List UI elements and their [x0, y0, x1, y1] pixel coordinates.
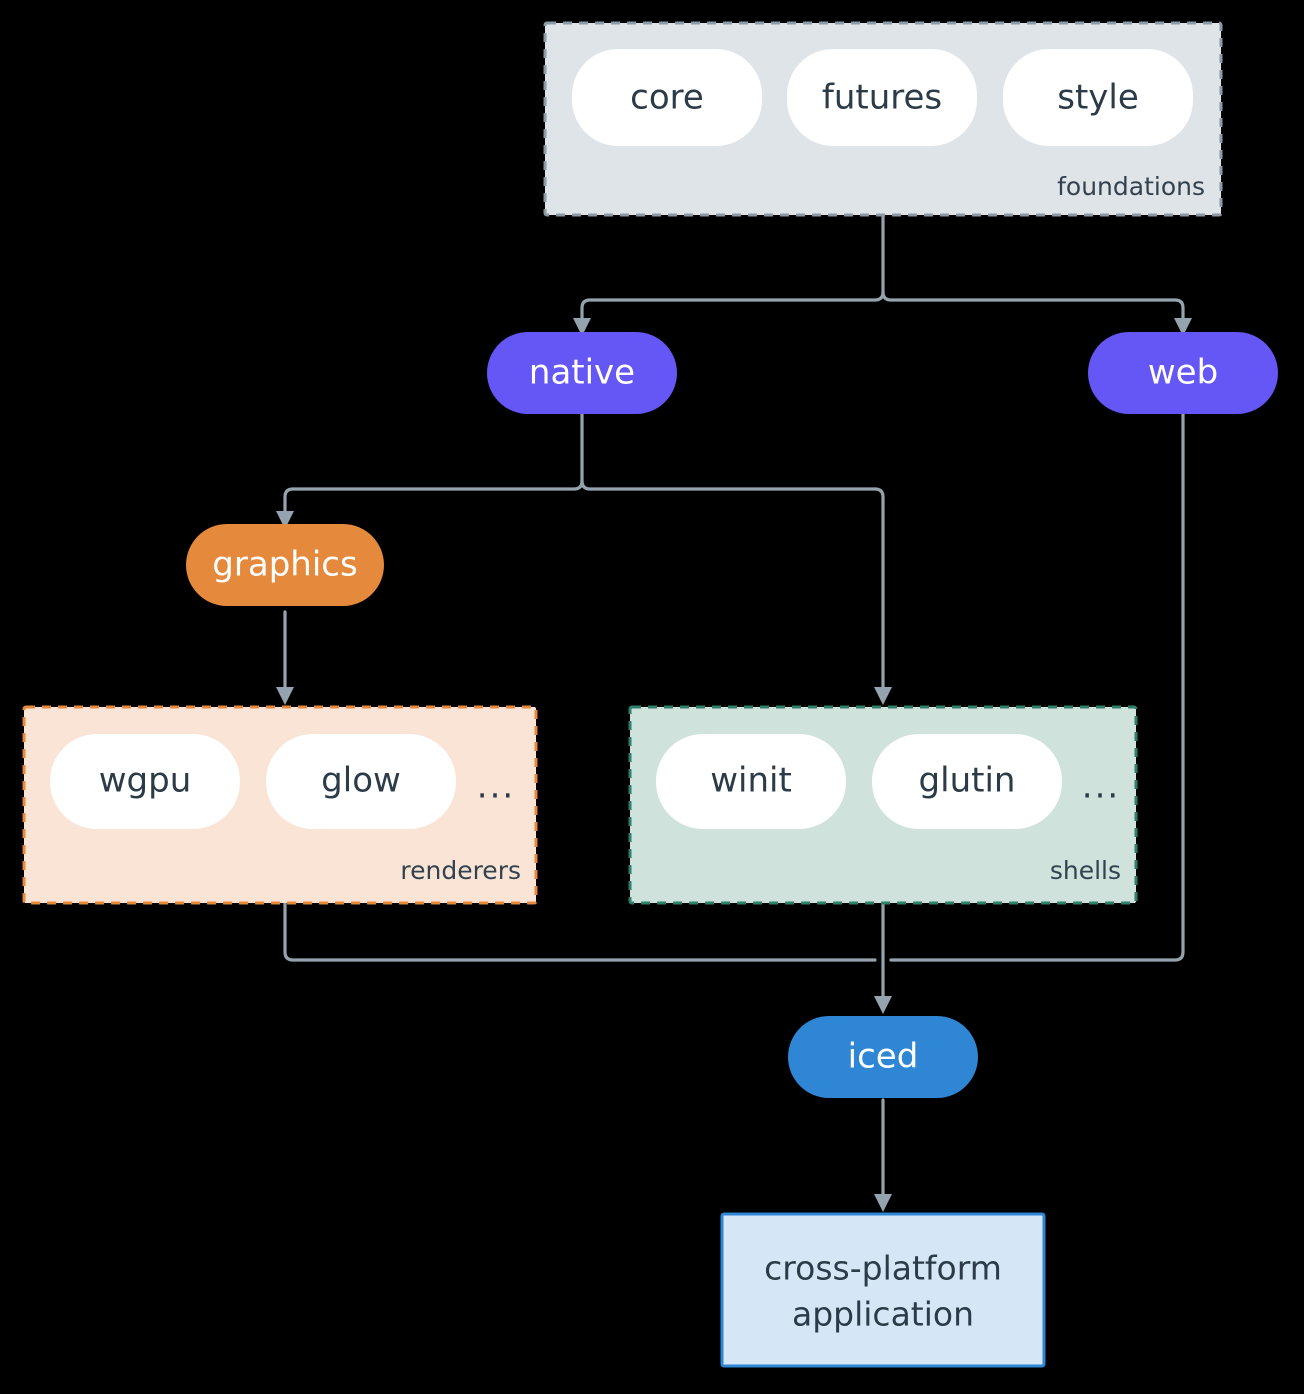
web-pill [1088, 332, 1278, 414]
graphics-label: graphics [212, 545, 357, 585]
shells-member-glutin[interactable]: glutin [872, 734, 1062, 829]
wgpu-pill [50, 734, 240, 829]
group-shells[interactable]: winit glutin ... shells [628, 705, 1138, 905]
winit-label: winit [710, 761, 792, 801]
arrowhead-graphics [276, 511, 294, 529]
application-label-line1: cross-platform [764, 1249, 1002, 1288]
shells-ellipsis: ... [1082, 767, 1120, 807]
node-cross-platform-application[interactable]: cross-platform application [720, 1212, 1046, 1368]
arrowhead-native [573, 318, 591, 336]
application-label-line2: application [792, 1295, 974, 1334]
web-label: web [1148, 353, 1218, 393]
glutin-pill [872, 734, 1062, 829]
futures-pill [787, 49, 977, 146]
node-native[interactable]: native [487, 332, 677, 414]
arrowhead-application [874, 1194, 892, 1212]
foundations-caption: foundations [1057, 172, 1205, 201]
foundations-member-style[interactable]: style [1003, 49, 1193, 146]
renderers-caption: renderers [400, 856, 521, 885]
shells-caption: shells [1050, 856, 1121, 885]
edge-web-to-iced [889, 411, 1185, 962]
renderers-member-wgpu[interactable]: wgpu [50, 734, 240, 829]
shells-member-winit[interactable]: winit [656, 734, 846, 829]
arrowhead-shells [874, 687, 892, 705]
node-iced[interactable]: iced [788, 1016, 978, 1098]
style-label: style [1057, 78, 1139, 118]
core-label: core [630, 78, 704, 118]
edge-foundations-to-web [881, 290, 1185, 324]
edge-native-to-shells [580, 479, 885, 692]
core-pill [572, 49, 762, 146]
renderers-ellipsis: ... [477, 767, 515, 807]
native-label: native [529, 353, 635, 393]
arrowhead-web [1174, 318, 1192, 336]
glow-pill [266, 734, 456, 829]
native-pill [487, 332, 677, 414]
foundations-member-futures[interactable]: futures [787, 49, 977, 146]
glow-label: glow [321, 761, 401, 801]
glutin-label: glutin [919, 761, 1016, 801]
edge-layer [276, 213, 1192, 1212]
group-renderers[interactable]: wgpu glow ... renderers [22, 705, 538, 905]
edge-renderers-to-iced [283, 901, 877, 962]
node-graphics[interactable]: graphics [186, 524, 384, 606]
graphics-pill [186, 524, 384, 606]
futures-label: futures [822, 78, 942, 118]
arrowhead-renderers [276, 687, 294, 705]
iced-label: iced [848, 1037, 919, 1077]
iced-pill [788, 1016, 978, 1098]
edge-foundations-to-native [580, 290, 885, 324]
wgpu-label: wgpu [99, 761, 192, 801]
renderers-member-glow[interactable]: glow [266, 734, 456, 829]
edge-native-to-graphics [283, 479, 584, 517]
winit-pill [656, 734, 846, 829]
style-pill [1003, 49, 1193, 146]
application-box [720, 1212, 1046, 1368]
arrowhead-iced [874, 996, 892, 1014]
foundations-member-core[interactable]: core [572, 49, 762, 146]
group-foundations[interactable]: core futures style foundations [543, 21, 1223, 217]
node-web[interactable]: web [1088, 332, 1278, 414]
